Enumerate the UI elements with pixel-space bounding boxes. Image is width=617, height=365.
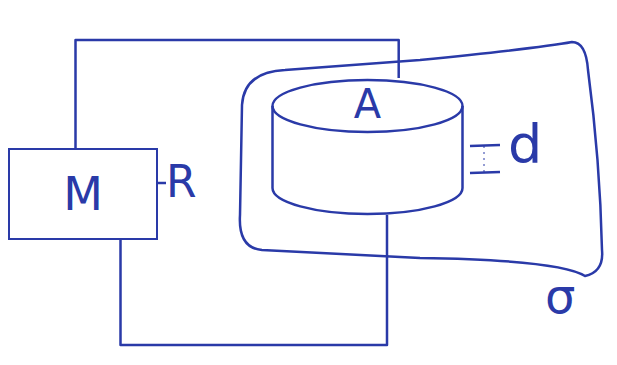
wire [76, 40, 399, 148]
conductivity-label: σ [545, 272, 575, 320]
thickness-mark [470, 145, 500, 146]
dash-mark [158, 182, 166, 185]
node-text: A [270, 84, 465, 124]
thickness-mark [470, 172, 500, 173]
device-box: M [8, 148, 158, 240]
resistance-label: R [166, 160, 197, 204]
enclosure-outline [240, 42, 602, 276]
node-text: M [63, 171, 103, 217]
sample-disc: A [270, 78, 465, 215]
thickness-label: d [508, 118, 542, 172]
thickness-span [484, 146, 485, 172]
wire [121, 215, 388, 345]
